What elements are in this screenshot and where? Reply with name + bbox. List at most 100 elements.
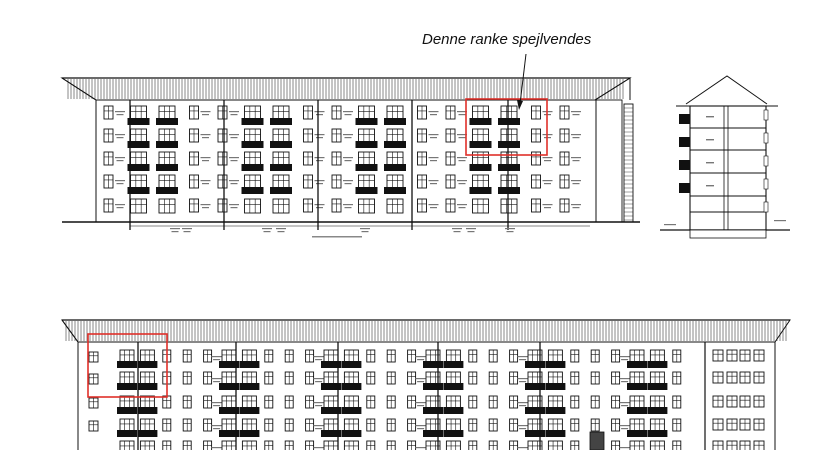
balcony — [127, 164, 150, 171]
balcony — [647, 430, 668, 437]
window — [629, 440, 645, 455]
window — [343, 440, 359, 455]
balcony — [647, 383, 668, 390]
balcony-section — [679, 160, 690, 170]
window — [500, 198, 518, 214]
section-view — [660, 75, 790, 239]
balcony — [241, 187, 264, 194]
balcony — [443, 383, 464, 390]
balcony — [627, 383, 647, 390]
balcony — [127, 118, 150, 125]
window — [386, 128, 404, 144]
chimney-column — [623, 103, 634, 223]
balcony — [239, 407, 260, 414]
window — [500, 151, 518, 167]
balcony — [156, 118, 178, 125]
balcony — [384, 164, 406, 171]
window — [386, 198, 404, 214]
window — [386, 105, 404, 121]
balcony — [498, 141, 520, 148]
balcony — [647, 361, 668, 368]
mirror-highlight-box-bottom — [87, 333, 168, 398]
balcony — [219, 430, 239, 437]
window — [472, 174, 489, 190]
window — [386, 174, 404, 190]
balcony — [137, 383, 158, 390]
balcony — [341, 361, 362, 368]
foundation — [689, 229, 767, 239]
balcony — [525, 430, 545, 437]
balcony — [156, 187, 178, 194]
balcony — [443, 361, 464, 368]
balcony — [627, 361, 647, 368]
balcony — [355, 187, 378, 194]
window — [358, 128, 375, 144]
balcony — [443, 407, 464, 414]
balcony — [219, 407, 239, 414]
balcony — [443, 430, 464, 437]
roof-section — [685, 75, 768, 105]
window — [241, 440, 257, 455]
balcony — [117, 361, 137, 368]
window — [358, 105, 375, 121]
balcony — [321, 361, 341, 368]
window — [130, 198, 147, 214]
window — [130, 105, 147, 121]
balcony — [355, 118, 378, 125]
window — [386, 151, 404, 167]
window — [547, 440, 563, 455]
balcony — [627, 430, 647, 437]
window — [472, 128, 489, 144]
balcony — [321, 383, 341, 390]
front-elevation-top — [60, 53, 640, 238]
balcony — [498, 164, 520, 171]
window — [272, 174, 290, 190]
balcony — [384, 118, 406, 125]
window — [244, 198, 261, 214]
balcony — [525, 361, 545, 368]
balcony — [239, 430, 260, 437]
balcony — [239, 361, 260, 368]
balcony — [156, 141, 178, 148]
balcony — [117, 383, 137, 390]
entrance-door — [589, 431, 605, 451]
window — [244, 151, 261, 167]
balcony — [469, 164, 492, 171]
window — [158, 151, 176, 167]
window — [158, 198, 176, 214]
balcony — [241, 118, 264, 125]
balcony — [239, 383, 260, 390]
window — [139, 440, 155, 455]
window — [158, 105, 176, 121]
balcony — [137, 407, 158, 414]
window — [272, 198, 290, 214]
window — [272, 151, 290, 167]
balcony — [241, 141, 264, 148]
window — [244, 105, 261, 121]
balcony — [545, 361, 566, 368]
leader-line — [519, 53, 527, 105]
balcony — [137, 430, 158, 437]
window — [130, 128, 147, 144]
leader-arrow — [517, 100, 523, 110]
window — [119, 440, 135, 455]
balcony — [270, 164, 292, 171]
balcony — [219, 361, 239, 368]
balcony — [137, 361, 158, 368]
window — [130, 151, 147, 167]
balcony — [545, 430, 566, 437]
window — [158, 174, 176, 190]
window — [500, 128, 518, 144]
window — [472, 198, 489, 214]
window — [649, 440, 665, 455]
balcony — [498, 187, 520, 194]
window — [323, 440, 339, 455]
balcony — [498, 118, 520, 125]
balcony — [270, 118, 292, 125]
window — [130, 174, 147, 190]
balcony — [469, 141, 492, 148]
balcony — [341, 430, 362, 437]
balcony — [321, 430, 341, 437]
